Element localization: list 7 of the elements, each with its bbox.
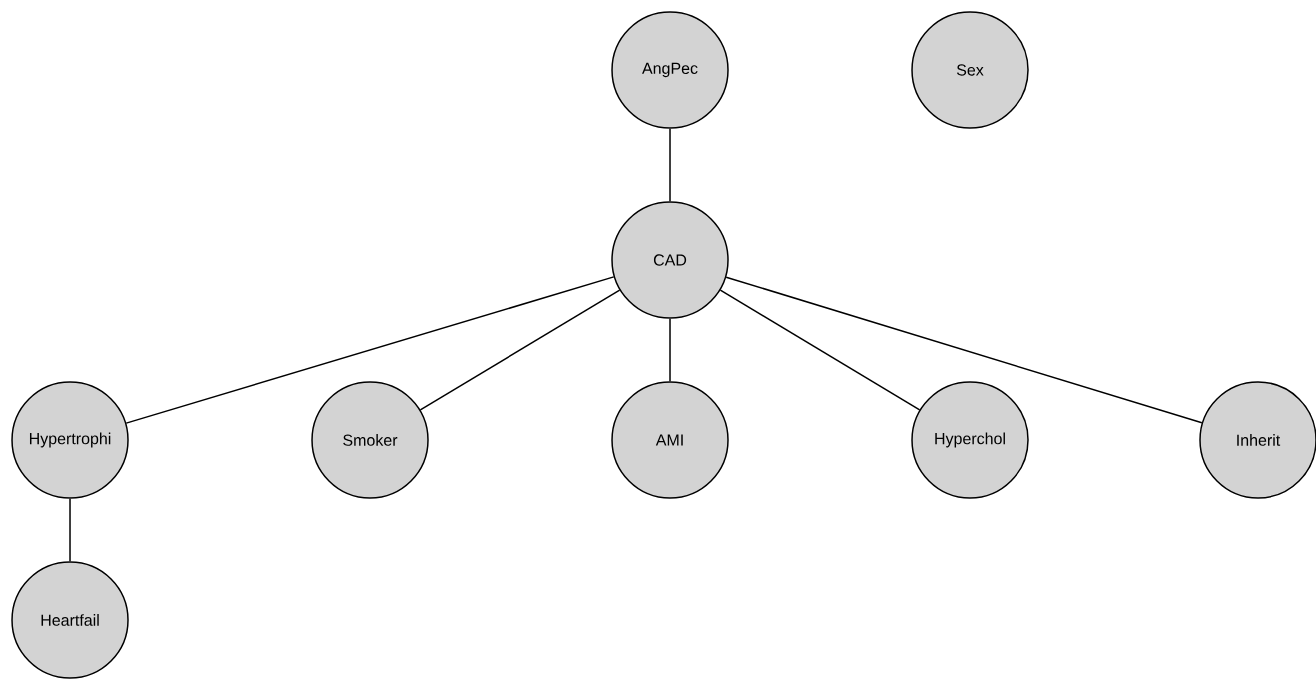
link-line bbox=[69, 498, 71, 562]
link-line bbox=[125, 276, 615, 424]
link-line bbox=[725, 276, 1203, 424]
link-line bbox=[719, 289, 921, 411]
link-line bbox=[419, 289, 621, 411]
link-line bbox=[669, 128, 671, 202]
link-line bbox=[669, 318, 671, 382]
